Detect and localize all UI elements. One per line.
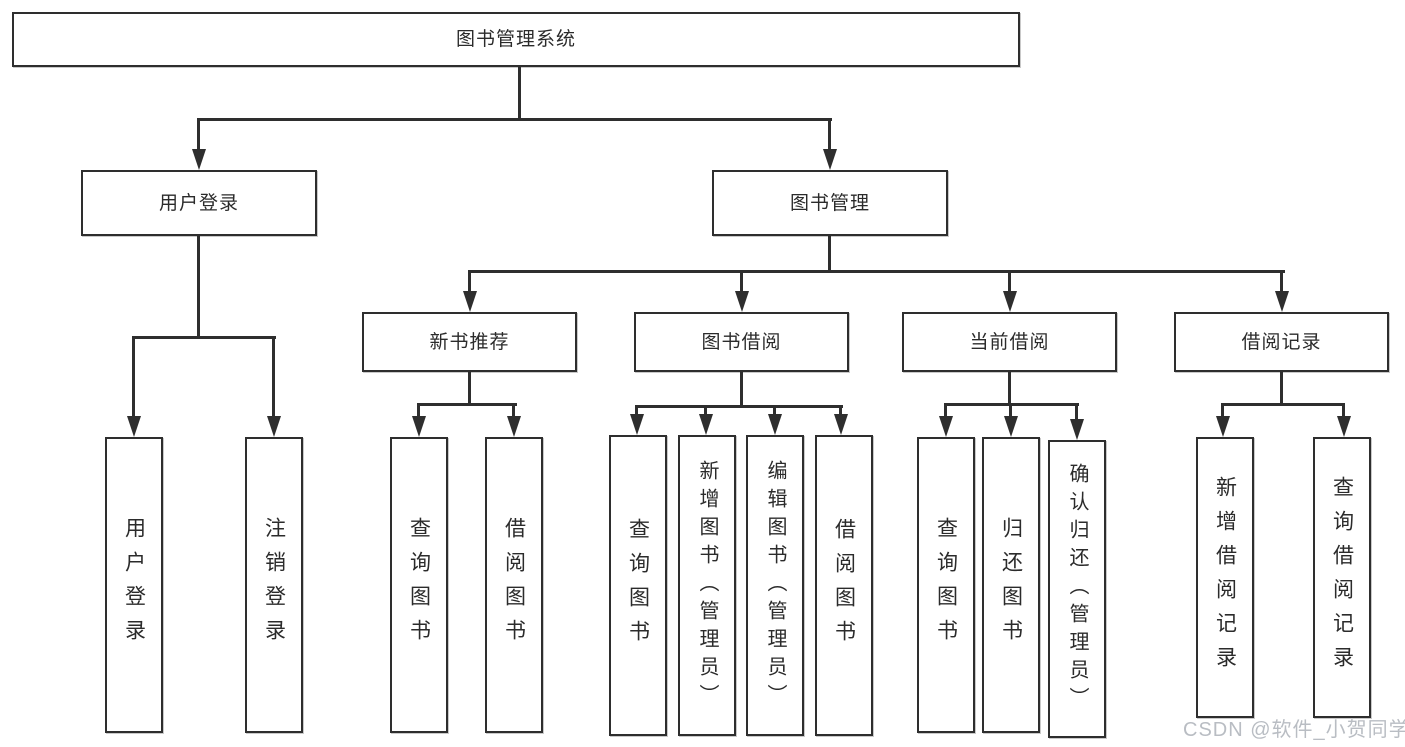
connector-line (132, 336, 135, 420)
connector-line (132, 336, 276, 339)
arrow-down-icon (1070, 419, 1084, 440)
node-book-management: 图书管理 (712, 170, 948, 236)
node-bb-edit-books-admin: 编辑图书（管理员） (746, 435, 804, 736)
connector-line (828, 118, 831, 152)
connector-line (1009, 403, 1012, 418)
connector-line (740, 372, 743, 405)
connector-line (468, 270, 471, 294)
arrow-down-icon (1216, 416, 1230, 437)
arrow-down-icon (1003, 291, 1017, 312)
node-label: 图书管理 (789, 192, 870, 214)
node-label: 图书借阅 (701, 331, 782, 353)
node-label: 注销登录 (262, 517, 286, 653)
node-label: 查询图书 (934, 517, 958, 653)
node-label: 借阅记录 (1241, 331, 1322, 353)
node-label: 当前借阅 (969, 331, 1050, 353)
node-br-query-record: 查询借阅记录 (1313, 437, 1371, 718)
connector-line (468, 270, 1285, 273)
node-library-system: 图书管理系统 (12, 12, 1020, 67)
node-label: 新增图书（管理员） (696, 459, 718, 712)
arrow-down-icon (1275, 291, 1289, 312)
node-new-book-recommend: 新书推荐 (362, 312, 577, 372)
connector-line (1221, 403, 1224, 418)
csdn-watermark: CSDN @软件_小贺同学 (1183, 719, 1405, 741)
connector-line (197, 236, 200, 336)
node-label: 新书推荐 (429, 331, 510, 353)
node-label: 借阅图书 (832, 517, 856, 654)
arrow-down-icon (768, 414, 782, 435)
arrow-down-icon (834, 414, 848, 435)
connector-line (197, 118, 200, 152)
connector-line (512, 403, 515, 418)
node-cb-query-books: 查询图书 (917, 437, 975, 733)
node-nb-borrow-books: 借阅图书 (485, 437, 543, 733)
arrow-down-icon (192, 149, 206, 170)
node-bb-add-books-admin: 新增图书（管理员） (678, 435, 736, 736)
node-label: 用户登录 (158, 192, 239, 214)
arrow-down-icon (939, 416, 953, 437)
node-label: 查询借阅记录 (1330, 475, 1354, 680)
node-logout-leaf: 注销登录 (245, 437, 303, 733)
connector-line (468, 372, 471, 403)
arrow-down-icon (1337, 416, 1351, 437)
node-label: 用户登录 (122, 517, 146, 653)
node-bb-borrow-books: 借阅图书 (815, 435, 873, 736)
connector-line (417, 403, 420, 418)
node-borrow-records: 借阅记录 (1174, 312, 1389, 372)
connector-line (773, 405, 776, 416)
node-label: 查询图书 (407, 517, 431, 653)
arrow-down-icon (630, 414, 644, 435)
connector-line (839, 405, 842, 416)
connector-line (1008, 270, 1011, 294)
node-bb-query-books: 查询图书 (609, 435, 667, 736)
arrow-down-icon (412, 416, 426, 437)
node-label: 新增借阅记录 (1213, 475, 1237, 680)
node-user-login: 用户登录 (81, 170, 317, 236)
connector-line (1221, 403, 1345, 406)
node-br-add-record: 新增借阅记录 (1196, 437, 1254, 718)
arrow-down-icon (127, 416, 141, 437)
connector-line (1008, 372, 1011, 403)
connector-line (740, 270, 743, 294)
node-cb-confirm-return-admin: 确认归还（管理员） (1048, 440, 1106, 738)
arrow-down-icon (823, 149, 837, 170)
node-cb-return-books: 归还图书 (982, 437, 1040, 733)
connector-line (1280, 372, 1283, 403)
arrow-down-icon (463, 291, 477, 312)
connector-line (828, 236, 831, 270)
node-nb-query-books: 查询图书 (390, 437, 448, 733)
node-label: 查询图书 (626, 517, 650, 654)
connector-line (635, 405, 843, 408)
connector-line (1342, 403, 1345, 418)
arrow-down-icon (267, 416, 281, 437)
connector-line (518, 67, 521, 120)
arrow-down-icon (735, 291, 749, 312)
connector-line (704, 405, 707, 416)
node-label: 编辑图书（管理员） (764, 459, 786, 712)
node-book-borrowing: 图书借阅 (634, 312, 849, 372)
node-current-borrowing: 当前借阅 (902, 312, 1117, 372)
node-user-login-leaf: 用户登录 (105, 437, 163, 733)
connector-line (417, 403, 517, 406)
connector-line (272, 336, 275, 420)
connector-line (197, 118, 832, 121)
node-label: 确认归还（管理员） (1066, 463, 1088, 715)
connector-line (635, 405, 638, 416)
arrow-down-icon (507, 416, 521, 437)
node-label: 借阅图书 (502, 517, 526, 653)
arrow-down-icon (699, 414, 713, 435)
connector-line (944, 403, 947, 418)
connector-line (1280, 270, 1283, 294)
connector-line (1075, 403, 1078, 420)
node-label: 图书管理系统 (455, 29, 576, 50)
node-label: 归还图书 (999, 517, 1023, 653)
arrow-down-icon (1004, 416, 1018, 437)
